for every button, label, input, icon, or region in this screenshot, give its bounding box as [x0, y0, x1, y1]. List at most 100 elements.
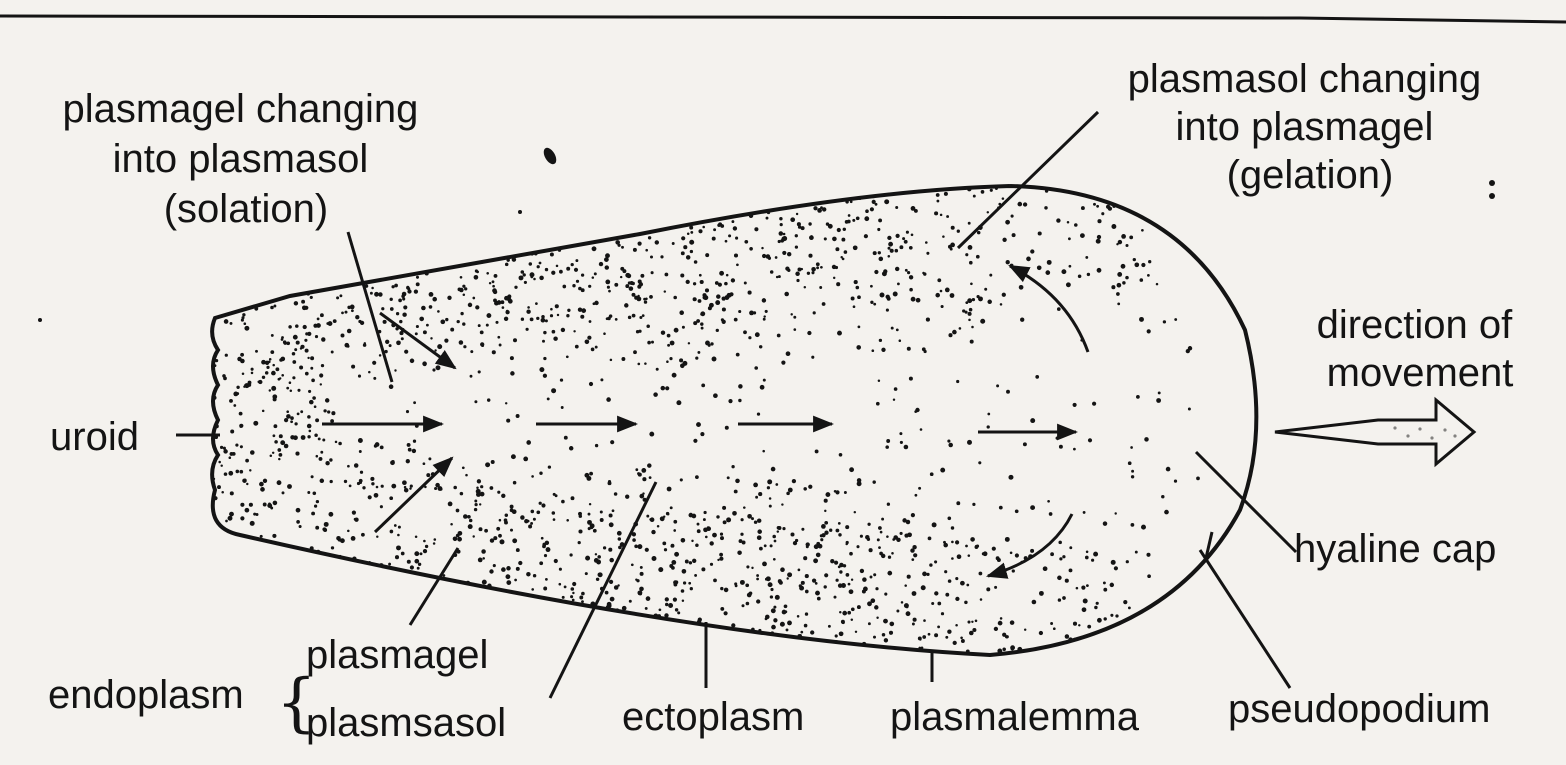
stipple-dot	[493, 564, 496, 567]
stipple-dot	[771, 467, 776, 472]
stipple-dot	[787, 572, 792, 577]
stipple-dot	[710, 303, 714, 307]
stipple-dot	[420, 552, 423, 555]
stipple-dot	[588, 203, 591, 206]
stipple-dot	[944, 570, 947, 573]
stipple-dot	[395, 580, 398, 583]
stipple-dot	[635, 468, 638, 471]
stipple-dot	[596, 578, 599, 581]
top-rule-line	[0, 16, 1566, 22]
stipple-dot	[845, 647, 849, 651]
stipple-dot	[1015, 553, 1019, 557]
stipple-dot	[260, 619, 263, 622]
stipple-dot	[329, 458, 332, 461]
stipple-dot	[1128, 194, 1132, 198]
stipple-dot	[460, 312, 463, 315]
stipple-dot	[637, 363, 640, 366]
stipple-dot	[986, 587, 990, 591]
stipple-dot	[876, 651, 879, 654]
stipple-dot	[545, 268, 548, 271]
stipple-dot	[751, 567, 753, 569]
stipple-dot	[242, 236, 247, 241]
stipple-dot	[240, 353, 244, 357]
stipple-dot	[262, 410, 265, 413]
stipple-dot	[1035, 375, 1039, 379]
stipple-dot	[637, 590, 642, 595]
stipple-dot	[283, 340, 287, 344]
stipple-dot	[292, 270, 295, 273]
stipple-dot	[758, 492, 762, 496]
stipple-dot	[806, 545, 809, 548]
stipple-dot	[675, 580, 679, 584]
stipple-dot	[856, 545, 859, 548]
stipple-dot	[917, 658, 920, 661]
stipple-dot	[810, 235, 812, 237]
stipple-dot	[548, 626, 551, 629]
stipple-dot	[701, 327, 704, 330]
stipple-dot	[583, 185, 587, 189]
stipple-dot	[675, 637, 679, 641]
stipple-dot	[646, 325, 650, 329]
stipple-dot	[363, 616, 366, 619]
stipple-dot	[331, 411, 335, 415]
stipple-dot	[242, 596, 245, 599]
stipple-dot	[449, 244, 453, 248]
stipple-dot	[615, 318, 618, 321]
stipple-dot	[741, 518, 744, 521]
stipple-dot	[565, 194, 569, 198]
stipple-dot	[667, 344, 670, 347]
stipple-dot	[416, 282, 420, 286]
stipple-dot	[918, 487, 921, 490]
stipple-dot	[482, 580, 487, 585]
stipple-dot	[813, 206, 817, 210]
stipple-dot	[224, 614, 228, 618]
stipple-dot	[241, 244, 244, 247]
stipple-dot	[252, 609, 256, 613]
stipple-dot	[221, 491, 224, 494]
stipple-dot	[359, 481, 362, 484]
stipple-dot	[834, 195, 837, 198]
stipple-dot	[396, 312, 399, 315]
stipple-dot	[555, 304, 559, 308]
stipple-dot	[1056, 218, 1060, 222]
stipple-dot	[474, 605, 477, 608]
stipple-dot	[544, 554, 547, 557]
stipple-dot	[756, 574, 759, 577]
stipple-dot	[597, 222, 602, 227]
stipple-dot	[293, 335, 298, 340]
stipple-dot	[769, 505, 772, 508]
stipple-dot	[356, 244, 359, 247]
stipple-dot	[989, 274, 992, 277]
stipple-dot	[213, 262, 217, 266]
stipple-dot	[457, 320, 460, 323]
stipple-dot	[710, 199, 715, 204]
stipple-dot	[700, 322, 703, 325]
stipple-dot	[611, 226, 614, 229]
stipple-dot	[233, 391, 238, 396]
stipple-dot	[928, 633, 931, 636]
stipple-dot	[574, 224, 578, 228]
stipple-dot	[557, 197, 560, 200]
stipple-dot	[922, 272, 925, 275]
stipple-dot	[494, 597, 497, 600]
stipple-dot	[957, 230, 960, 233]
stipple-dot	[220, 298, 225, 303]
stipple-dot	[972, 298, 975, 301]
stipple-dot	[496, 527, 500, 531]
stipple-dot	[940, 290, 943, 293]
stipple-dot	[297, 606, 301, 610]
stipple-dot	[458, 288, 462, 292]
stipple-dot	[550, 308, 553, 311]
stipple-dot	[638, 330, 641, 333]
stipple-dot	[591, 348, 595, 352]
stipple-dot	[584, 654, 587, 657]
stipple-dot	[338, 262, 341, 265]
stipple-dot	[781, 200, 784, 203]
stipple-dot	[408, 448, 412, 452]
stipple-dot	[231, 240, 235, 244]
stipple-dot	[521, 318, 524, 321]
stipple-dot	[873, 251, 877, 255]
stipple-dot	[224, 472, 228, 476]
stipple-dot	[642, 477, 646, 481]
stipple-dot	[444, 338, 448, 342]
